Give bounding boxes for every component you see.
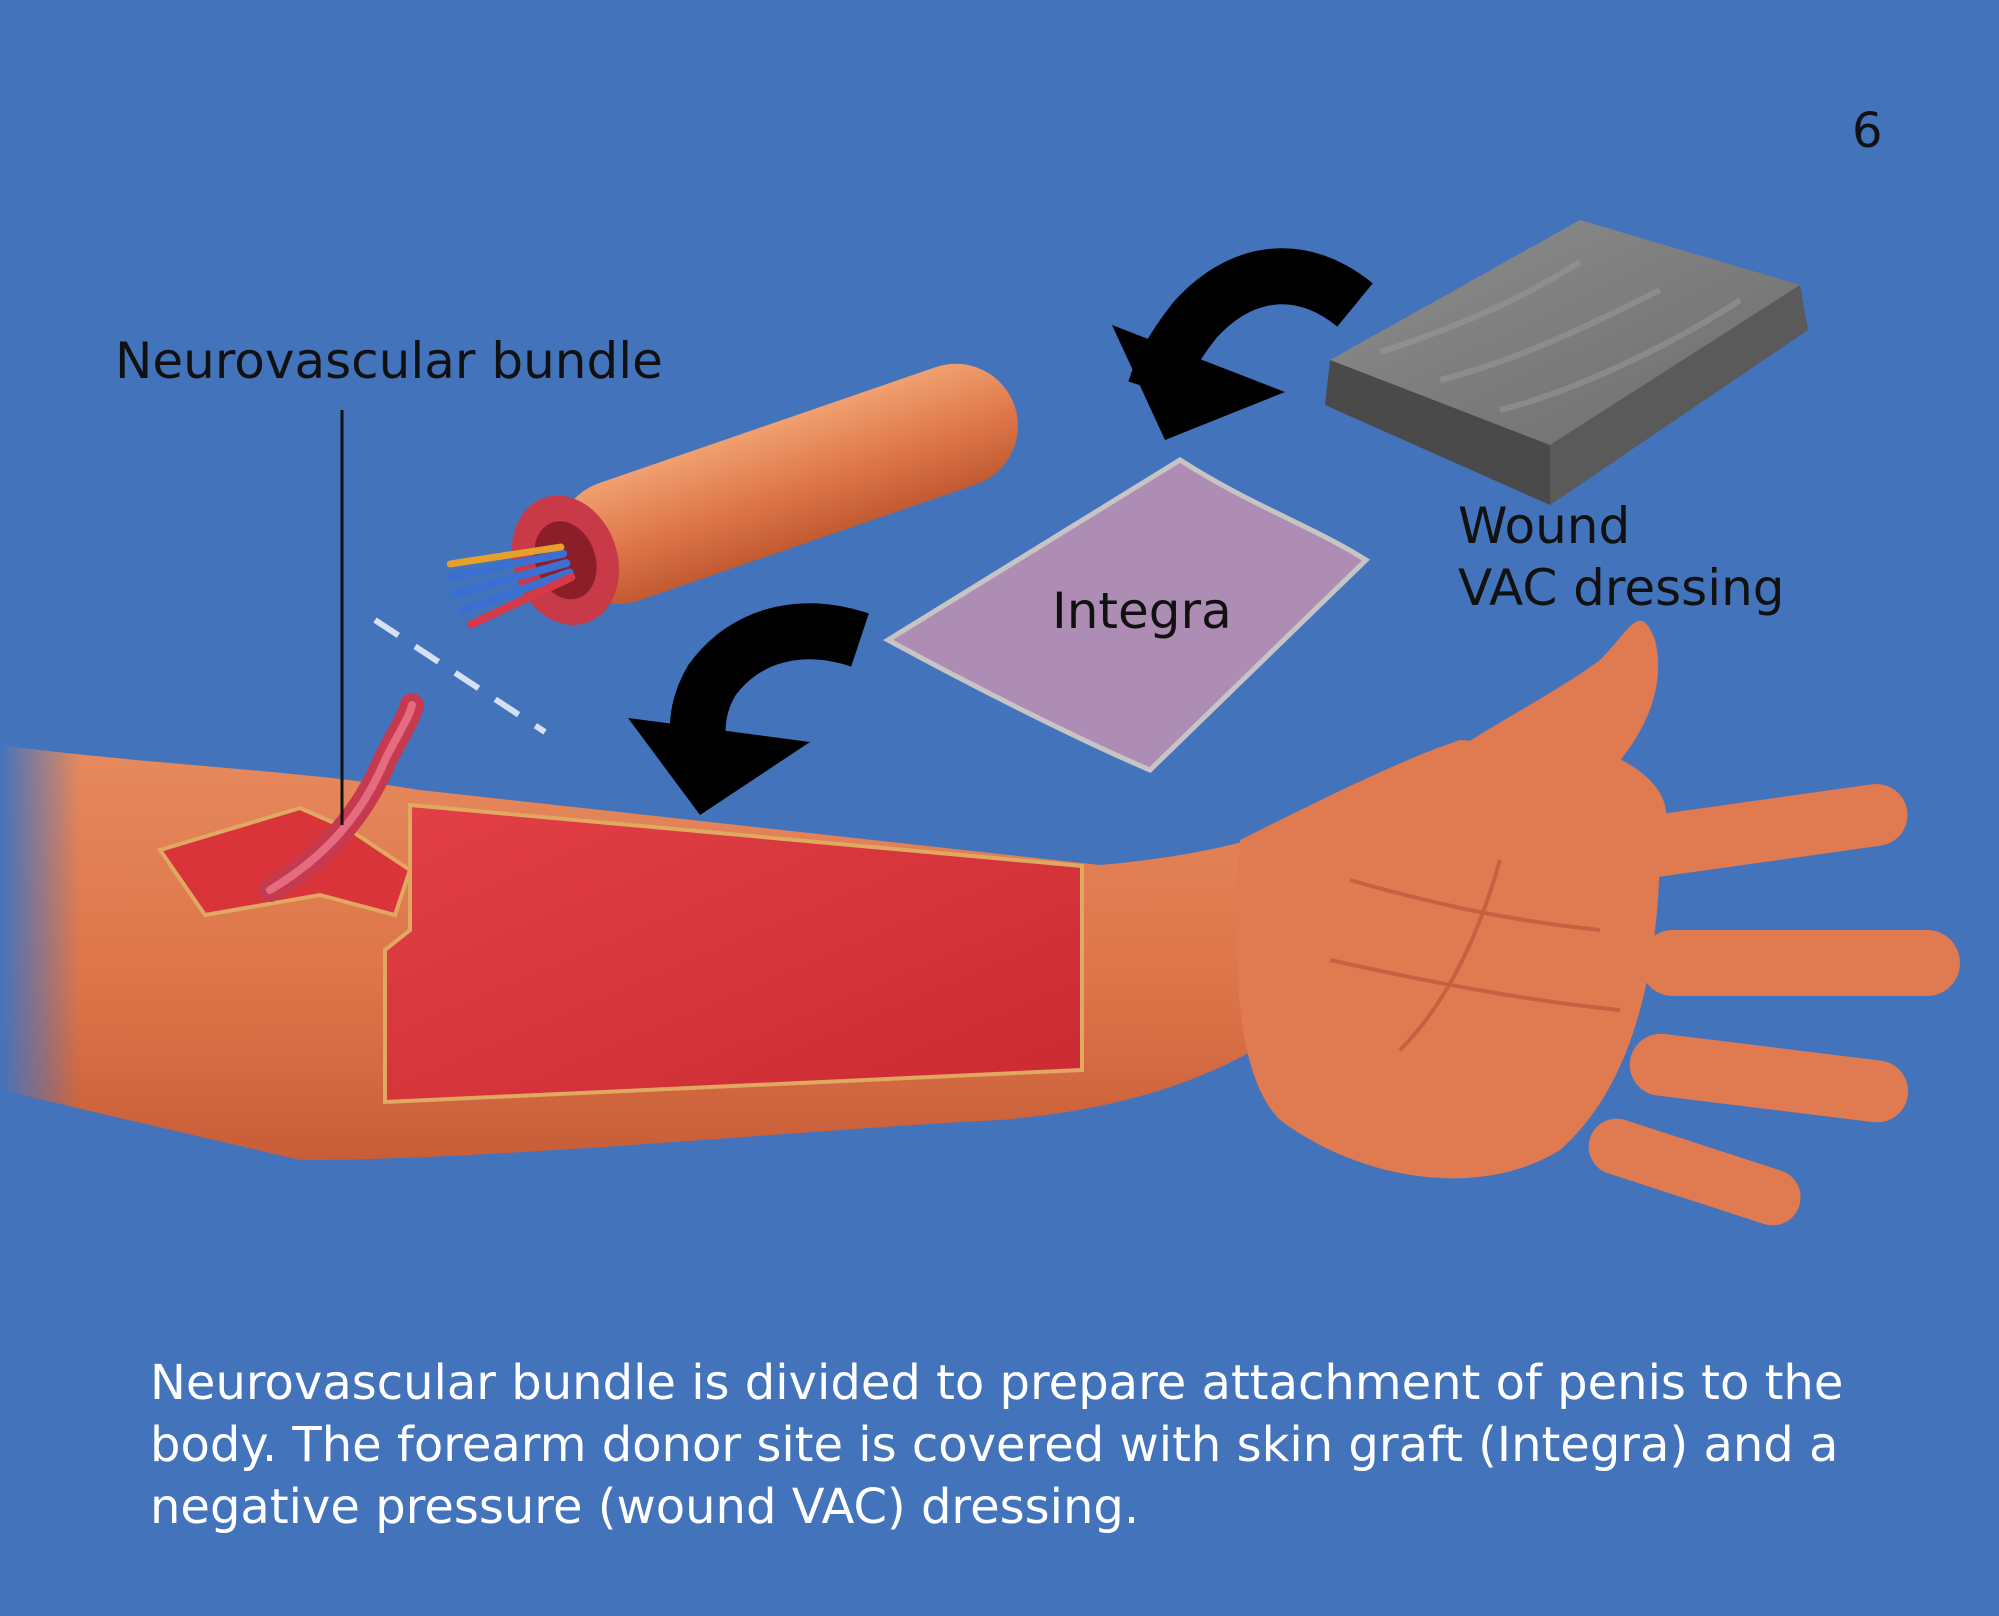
division-dashed-line: [373, 617, 547, 735]
label-neurovascular-bundle: Neurovascular bundle: [115, 332, 663, 390]
label-wound-vac-line2: VAC dressing: [1458, 559, 1785, 617]
integra-sheet: [883, 457, 1371, 773]
donor-site-wound: [383, 802, 1084, 1105]
wound-vac-foam: [1325, 220, 1808, 505]
label-integra: Integra: [1052, 582, 1232, 640]
hand-palm: [1236, 740, 1667, 1179]
palm-creases: [1329, 859, 1621, 1052]
thumb: [1440, 620, 1659, 815]
label-wound-vac-line1: Wound: [1458, 497, 1631, 555]
arrow-integra-to-wound: [628, 603, 869, 815]
finger-little: [1588, 1118, 1801, 1226]
label-wound-vac: Wound VAC dressing: [1458, 495, 1785, 619]
caption: Neurovascular bundle is divided to prepa…: [150, 1355, 1844, 1535]
finger-ring: [1629, 1033, 1909, 1123]
page-number: 6: [1852, 103, 1883, 159]
arrow-foam-to-integra: [1112, 248, 1373, 440]
finger-index: [1619, 783, 1908, 878]
finger-middle: [1640, 930, 1960, 996]
tubed-flap: [445, 363, 1018, 629]
